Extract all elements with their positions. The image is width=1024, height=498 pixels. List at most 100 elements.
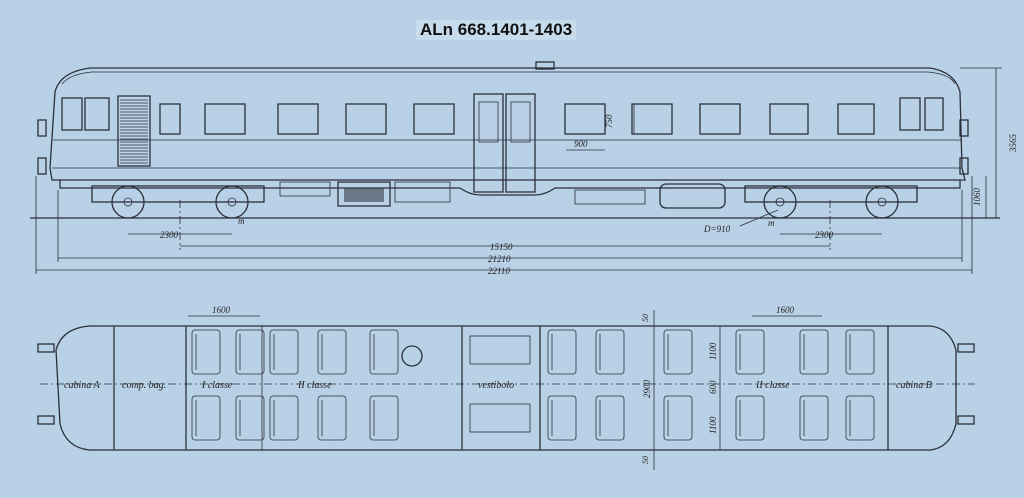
buffer-left (37, 119, 47, 137)
seat (547, 395, 577, 441)
buffer-left (37, 157, 47, 175)
seat (269, 395, 299, 441)
aisle-width-label: 600 (708, 380, 718, 394)
cab-b-label: cabina B (896, 380, 932, 391)
side-window (277, 103, 319, 135)
second-class-left-label: II classe (297, 380, 332, 391)
bogie-left (91, 185, 265, 219)
baggage-label: comp. bag. (122, 380, 166, 391)
side-elevation: 750 900 2300 2300 15150 21210 22110 3565… (30, 61, 1018, 276)
cab-b-window (899, 97, 921, 131)
seat (369, 395, 399, 441)
toilet (401, 345, 423, 367)
body-outline (49, 91, 966, 181)
louvre-grille (117, 95, 151, 167)
second-class-right-label: II classe (755, 380, 790, 391)
cab-b-window (924, 97, 944, 131)
seat (547, 329, 577, 375)
plan-view: 1600 1600 50 50 2900 1100 600 1100 cabin… (37, 305, 975, 470)
underfloor-engine (337, 181, 391, 207)
roof-outline (54, 67, 961, 93)
wheelbase-label-right: 2300 (815, 230, 834, 240)
vestibule-step (469, 335, 531, 365)
marker-label-right: m (768, 218, 775, 228)
seat-block-top-label: 1100 (708, 342, 718, 360)
seat (317, 329, 347, 375)
side-window (204, 103, 246, 135)
window-height-label: 750 (604, 114, 614, 128)
plan-outline (55, 325, 957, 451)
coupler-left (37, 343, 55, 353)
side-window (837, 103, 875, 135)
door-window (510, 101, 531, 143)
margin-top-label: 50 (641, 314, 650, 322)
entrance-door-left (473, 93, 504, 193)
seat (799, 395, 829, 441)
seat-pitch-label-left: 1600 (212, 305, 231, 315)
entrance-door-right (505, 93, 536, 193)
buffer-right (959, 119, 969, 137)
seat (191, 395, 221, 441)
side-window (345, 103, 387, 135)
first-class-label: I classe (201, 380, 233, 391)
body-width-label: 2900 (642, 380, 652, 399)
body-length-label: 21210 (488, 254, 511, 264)
marker-label-left: m (238, 216, 245, 226)
seat (663, 329, 693, 375)
seat (235, 329, 265, 375)
buffer-right (959, 157, 969, 175)
underframe (59, 180, 961, 196)
coupler-right (957, 415, 975, 425)
window-width-label: 900 (574, 139, 588, 149)
seat-block-bottom-label: 1100 (708, 416, 718, 434)
seat (845, 329, 875, 375)
underfloor-tank (574, 189, 646, 205)
side-window (631, 103, 673, 135)
pivot-distance-label: 15150 (490, 242, 513, 252)
seating-layout (191, 329, 875, 441)
seat (369, 329, 399, 375)
seat-pitch-label-right: 1600 (776, 305, 795, 315)
coupler-left (37, 415, 55, 425)
roof-horn (535, 61, 555, 70)
seat (317, 395, 347, 441)
floor-height-label: 1060 (972, 188, 982, 207)
seat (799, 329, 829, 375)
seat (595, 395, 625, 441)
seat (845, 395, 875, 441)
seat (269, 329, 299, 375)
vestibule-step (469, 403, 531, 433)
margin-bottom-label: 50 (641, 456, 650, 464)
cab-a-window (61, 97, 83, 131)
seat (191, 329, 221, 375)
underfloor-equipment (394, 181, 451, 203)
door-window (478, 101, 499, 143)
wheel-diameter-leader (739, 209, 779, 227)
cab-a-window (84, 97, 110, 131)
side-window (699, 103, 741, 135)
side-window (159, 103, 181, 135)
vestibule-label: vestibolo (478, 380, 514, 391)
buffer-length-label: 22110 (488, 266, 510, 276)
seat (595, 329, 625, 375)
side-window (413, 103, 455, 135)
side-window (769, 103, 809, 135)
seat (663, 395, 693, 441)
engine-radiator (344, 188, 384, 202)
total-height-label: 3565 (1008, 134, 1018, 154)
underfloor-equipment (279, 181, 331, 197)
seat (235, 395, 265, 441)
wheelbase-label-left: 2300 (160, 230, 179, 240)
seat (735, 395, 765, 441)
roof-line (61, 71, 956, 85)
side-window (564, 103, 606, 135)
cab-a-label: cabina A (64, 380, 101, 391)
coupler-right (957, 343, 975, 353)
drawing-title: ALn 668.1401-1403 (416, 20, 577, 40)
louvre-slats (120, 99, 148, 164)
fuel-tank (659, 183, 726, 209)
wheel-diameter-label: D=910 (703, 224, 731, 234)
seat (735, 329, 765, 375)
